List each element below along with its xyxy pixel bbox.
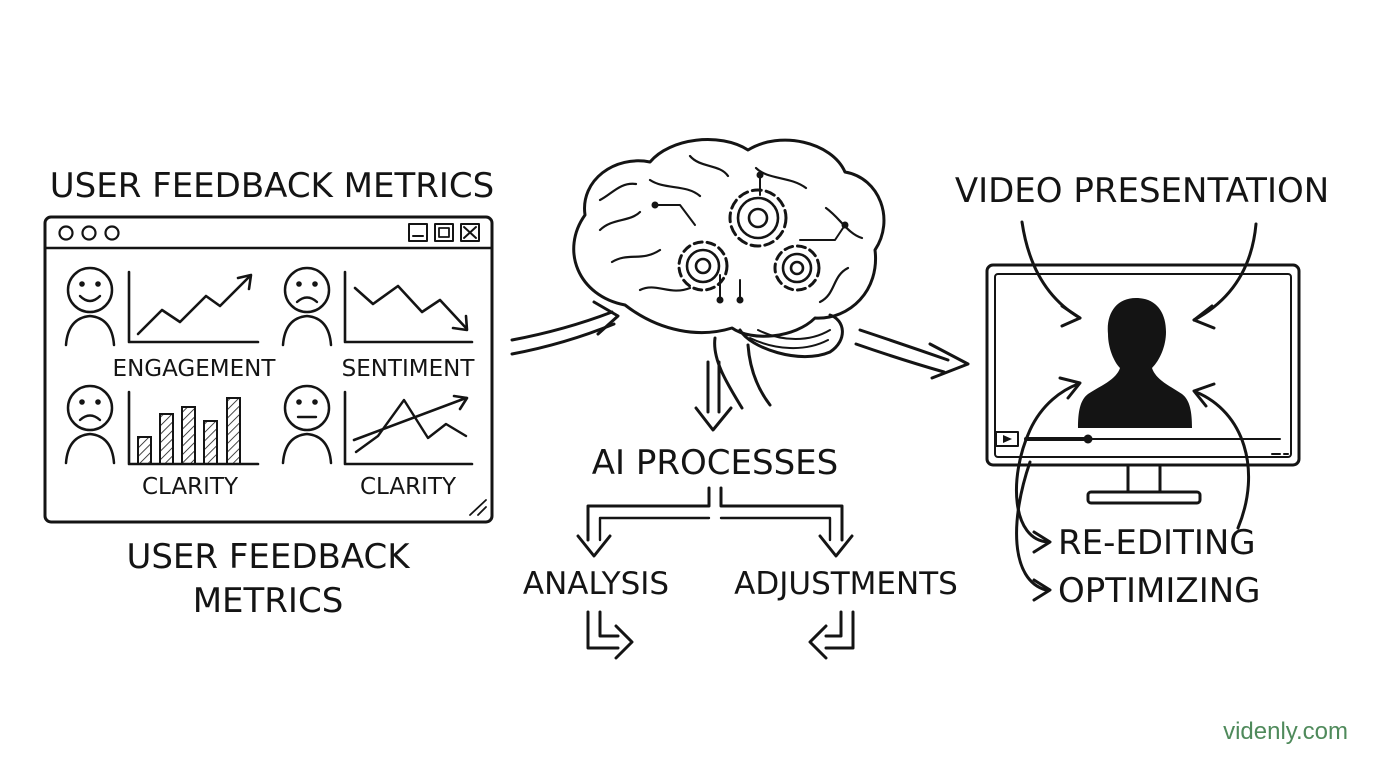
left-title-top: USER FEEDBACK METRICS bbox=[50, 166, 494, 206]
metric-cell-clarity-bars: CLARITY bbox=[64, 384, 260, 500]
gear-icon bbox=[773, 244, 821, 292]
clarity-bar-chart bbox=[127, 390, 260, 466]
sad-face-icon bbox=[281, 266, 333, 347]
gear-icon bbox=[677, 240, 729, 292]
neutral-face-icon bbox=[281, 384, 333, 465]
arrow-brain-to-video-icon bbox=[854, 328, 970, 380]
minimize-icon[interactable] bbox=[408, 223, 428, 242]
gear-icon bbox=[728, 188, 788, 248]
metric-cell-engagement: ENGAGEMENT bbox=[64, 266, 277, 382]
metric-label-clarity-1: CLARITY bbox=[142, 474, 239, 500]
arrow-title-right-icon bbox=[1192, 222, 1258, 330]
sentiment-line-chart bbox=[343, 270, 474, 344]
clarity-trend-chart bbox=[343, 390, 474, 466]
video-presentation-title: VIDEO PRESENTATION bbox=[955, 171, 1329, 211]
presenter-silhouette-icon bbox=[1078, 298, 1192, 428]
arrow-brain-down-icon bbox=[694, 360, 733, 432]
left-title-bottom-line2: METRICS bbox=[193, 581, 344, 621]
watermark-videnly[interactable]: videnly.com bbox=[1223, 718, 1348, 745]
happy-face-icon bbox=[64, 266, 116, 347]
metric-label-clarity-2: CLARITY bbox=[360, 474, 457, 500]
arrow-loop-left-icon bbox=[1014, 376, 1082, 602]
adjustments-label: ADJUSTMENTS bbox=[734, 566, 958, 602]
adjustments-turn-arrow-icon bbox=[808, 610, 855, 660]
analysis-label: ANALYSIS bbox=[523, 566, 669, 602]
maximize-icon[interactable] bbox=[434, 223, 454, 242]
ai-brain-icon bbox=[572, 138, 886, 410]
ai-processes-label: AI PROCESSES bbox=[592, 443, 838, 483]
feedback-window: ENGAGEMENT SENTIMENT bbox=[43, 215, 494, 524]
play-button-icon[interactable] bbox=[995, 431, 1019, 447]
action-re-editing: RE-EDITING bbox=[1058, 523, 1256, 563]
analysis-turn-arrow-icon bbox=[586, 610, 634, 660]
left-title-bottom-line1: USER FEEDBACK bbox=[126, 537, 411, 577]
metric-label-engagement: ENGAGEMENT bbox=[113, 356, 277, 382]
metric-label-sentiment: SENTIMENT bbox=[342, 356, 476, 382]
metric-cell-sentiment: SENTIMENT bbox=[281, 266, 476, 382]
sad-face-icon bbox=[64, 384, 116, 465]
resize-grip-icon bbox=[469, 499, 487, 516]
branch-arrows-icon bbox=[576, 486, 854, 558]
arrow-loop-right-icon bbox=[1192, 382, 1251, 530]
close-icon[interactable] bbox=[460, 223, 480, 242]
action-optimizing: OPTIMIZING bbox=[1058, 571, 1261, 611]
arrow-title-left-icon bbox=[1020, 220, 1082, 328]
window-control-dots-icon bbox=[58, 225, 120, 241]
metric-cell-clarity-trend: CLARITY bbox=[281, 384, 474, 500]
arrow-feedback-to-brain-icon bbox=[510, 300, 620, 356]
engagement-line-chart bbox=[127, 270, 260, 344]
video-monitor bbox=[985, 263, 1301, 505]
video-progress-bar[interactable] bbox=[1024, 434, 1281, 444]
